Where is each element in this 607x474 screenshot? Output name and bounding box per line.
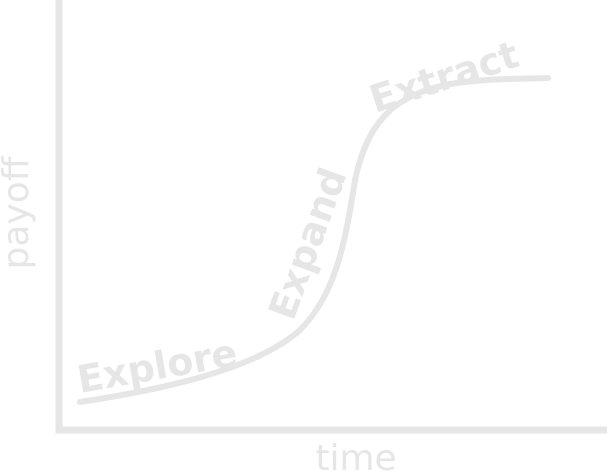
phase-label-explore: Explore (74, 331, 241, 402)
axes (55, 0, 607, 434)
phase-label-extract: Extract (364, 32, 524, 121)
x-axis-label: time (315, 438, 396, 474)
s-curve (77, 75, 551, 405)
y-axis-label: payoff (0, 155, 37, 269)
